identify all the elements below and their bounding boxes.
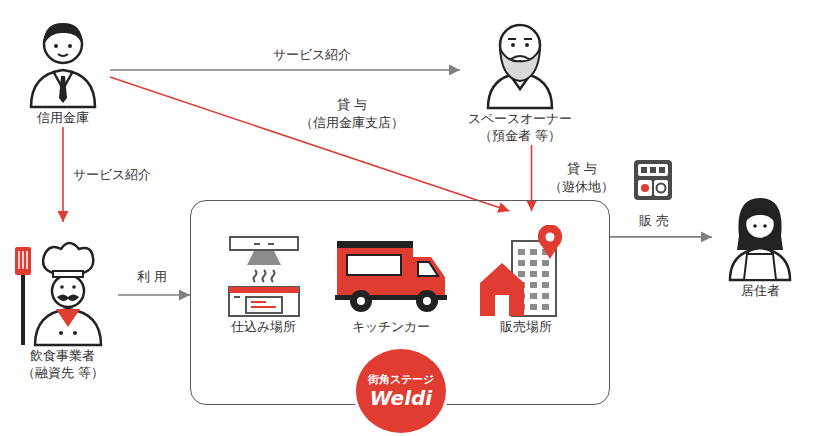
logo-text: Weldi [370,387,432,409]
owner-icon [480,15,560,110]
actor-node: 信用金庫 [15,2,110,127]
weldi-logo: 街角ステージWeldi [356,349,446,433]
actor-node: 居住者 [712,185,808,300]
truck-icon [331,233,451,318]
node-label: 仕込み場所 [231,318,296,336]
node-label: キッチンカー [352,318,430,336]
flow-arrow [531,145,533,211]
place-icon [476,225,576,318]
kitchen-icon [224,233,304,318]
logo-text: 街角ステージ [368,373,434,386]
flow-arrow [118,294,190,296]
edge-label: 貸 与 （信用金庫支店） [295,96,409,131]
actor-node: スペースオーナー （預金者 等） [460,2,580,145]
chef-icon [13,237,113,347]
edge-label: 貸 与 （遊休地） [545,160,620,195]
edge-label: 利 用 [134,268,170,286]
flow-arrow [110,77,510,211]
node-label: 飲食事業者 （融資先 等） [20,347,106,382]
banker-icon [23,14,103,109]
edge-label: 販 売 [636,212,672,230]
flow-arrow [62,127,64,222]
edge-label: サービス紹介 [270,46,354,64]
node-label: 信用金庫 [37,109,89,127]
actor-node: 飲食事業者 （融資先 等） [8,222,118,382]
service-frame: 街角ステージWeldi仕込み場所キッチンカー販売場所 [190,200,610,405]
node-label: 居住者 [741,282,780,300]
flow-arrow [110,69,460,71]
facility-node: 販売場所 [471,211,581,336]
facility-node: 仕込み場所 [221,221,306,336]
node-label: スペースオーナー （預金者 等） [466,110,574,145]
bento-icon [634,160,672,200]
edge-label: サービス紹介 [70,166,154,184]
facility-node: キッチンカー [326,221,456,336]
node-label: 販売場所 [500,318,552,336]
flow-arrow [610,236,712,238]
woman-icon [720,192,800,282]
